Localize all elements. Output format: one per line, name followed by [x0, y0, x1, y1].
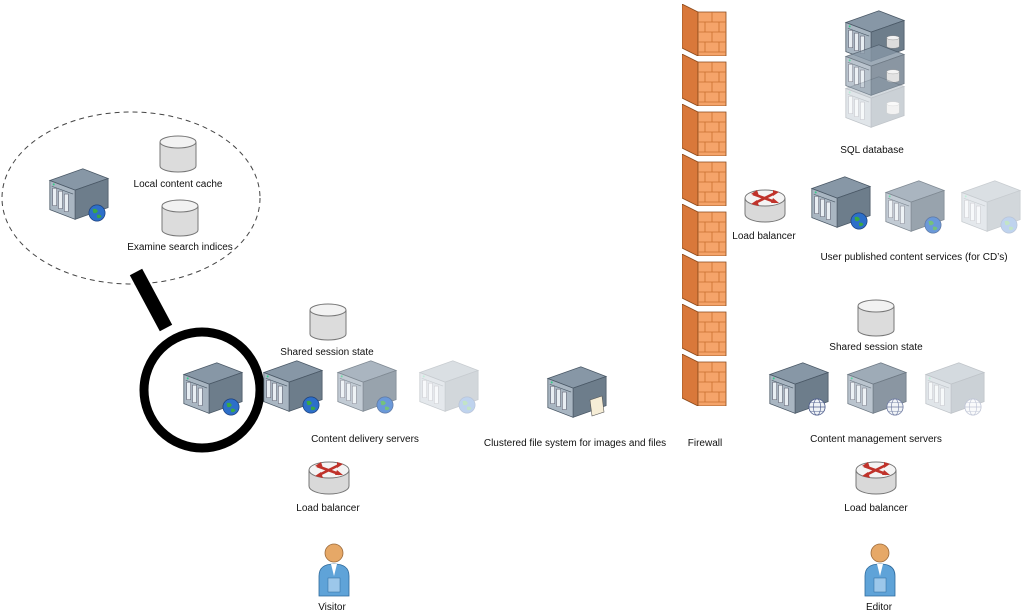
server-icon — [880, 180, 948, 234]
database-icon — [158, 134, 198, 174]
router-icon — [854, 458, 898, 498]
server-icon — [258, 360, 326, 414]
content-delivery-label: Content delivery servers — [311, 434, 419, 445]
search-indices-label: Examine search indices — [127, 242, 233, 253]
server-icon — [764, 362, 832, 416]
server-icon — [956, 180, 1024, 234]
person-icon — [316, 542, 352, 598]
user-published-label: User published content services (for CD’… — [820, 252, 1008, 263]
server-icon — [542, 366, 610, 422]
shared-session-right-label: Shared session state — [829, 342, 923, 353]
brick-wall-icon — [682, 4, 727, 406]
clustered-fs-label: Clustered file system for images and fil… — [483, 438, 667, 449]
server-icon — [414, 360, 482, 414]
local-cache-label: Local content cache — [133, 179, 223, 190]
load-balancer-left-label: Load balancer — [296, 503, 360, 514]
load-balancer-right-label: Load balancer — [844, 503, 908, 514]
server-icon — [842, 362, 910, 416]
server-icon — [332, 360, 400, 414]
server-icon — [44, 168, 112, 222]
server-icon — [920, 362, 988, 416]
firewall-label: Firewall — [687, 438, 723, 449]
database-icon — [308, 302, 348, 342]
database-icon — [856, 298, 896, 338]
server-icon — [178, 362, 246, 416]
sql-database-label: SQL database — [840, 145, 904, 156]
visitor-label: Visitor — [318, 602, 346, 613]
router-icon — [743, 186, 787, 226]
callout-ellipse — [1, 111, 261, 285]
server-icon — [840, 76, 908, 132]
router-icon — [307, 458, 351, 498]
shared-session-left-label: Shared session state — [280, 347, 374, 358]
server-icon — [806, 176, 874, 230]
editor-label: Editor — [865, 602, 893, 613]
content-management-label: Content management servers — [810, 434, 942, 445]
person-icon — [862, 542, 898, 598]
magnifier-icon — [129, 268, 265, 453]
load-balancer-top-label: Load balancer — [732, 231, 796, 242]
database-icon — [160, 198, 200, 238]
